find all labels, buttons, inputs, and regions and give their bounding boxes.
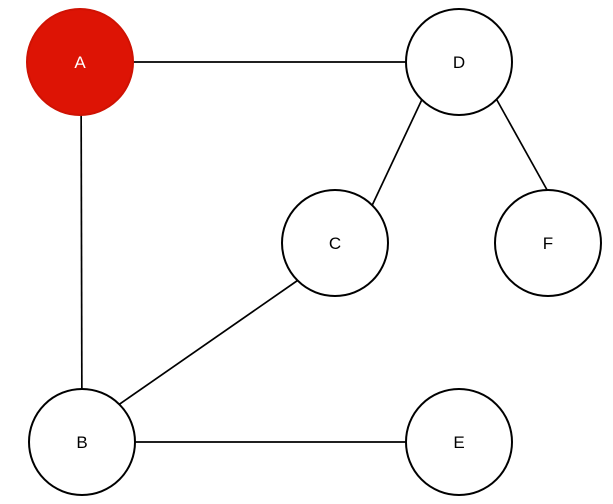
node-A-highlighted[interactable] — [26, 8, 134, 116]
node-D[interactable] — [405, 8, 513, 116]
edge-C-B — [113, 275, 305, 409]
node-label-F: F — [543, 234, 553, 253]
node-label-A: A — [74, 53, 86, 72]
node-group-D: D — [405, 8, 513, 116]
node-label-E: E — [453, 433, 464, 452]
node-label-B: B — [76, 433, 87, 452]
node-E[interactable] — [405, 388, 513, 496]
node-F[interactable] — [494, 189, 602, 297]
edge-D-F — [492, 92, 552, 198]
node-group-C: C — [281, 189, 389, 297]
edge-A-B — [80, 61, 83, 443]
node-label-C: C — [329, 234, 341, 253]
node-group-A: A — [26, 8, 134, 116]
node-group-F: F — [494, 189, 602, 297]
node-group-B: B — [28, 388, 136, 496]
node-label-D: D — [453, 53, 465, 72]
node-B[interactable] — [28, 388, 136, 496]
node-group-E: E — [405, 388, 513, 496]
node-C[interactable] — [281, 189, 389, 297]
edge-D-C — [368, 92, 426, 213]
